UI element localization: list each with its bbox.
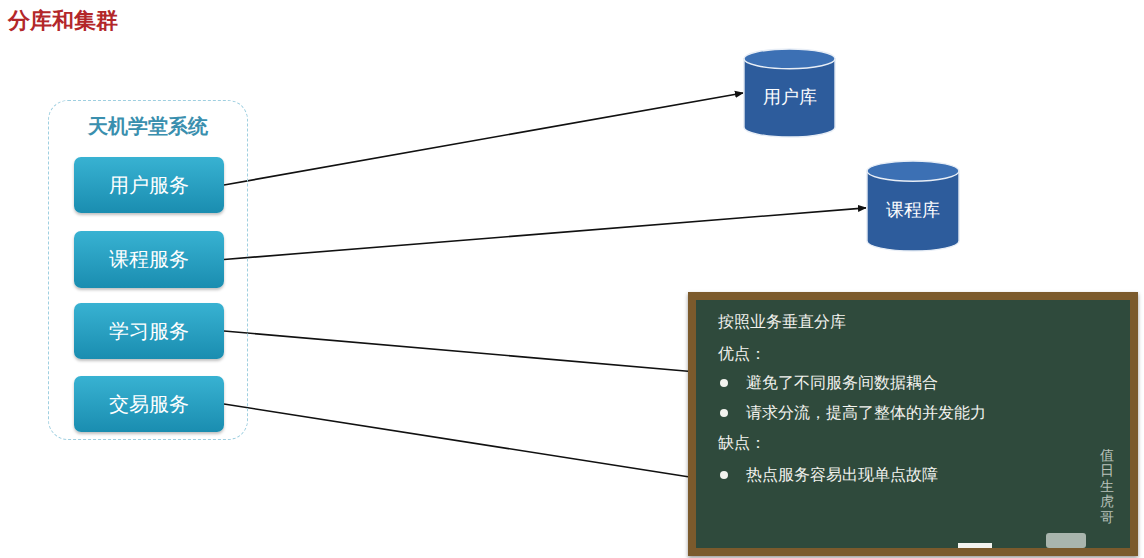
system-group: 天机学堂系统用户服务课程服务学习服务交易服务: [48, 100, 248, 440]
connector-line: [224, 93, 743, 185]
note-item: 热点服务容易出现单点故障: [746, 465, 938, 486]
blackboard-note: 按照业务垂直分库优点： 避免了不同服务间数据耦合请求分流，提高了整体的并发能力缺点…: [688, 292, 1138, 556]
service-box: 课程服务: [74, 231, 224, 288]
connector-line: [224, 208, 866, 260]
bullet-dot: [720, 409, 728, 417]
chalk: [958, 543, 992, 548]
node-label: 用户库: [743, 85, 836, 109]
node-label: 交易服务: [109, 391, 189, 418]
note-item: 请求分流，提高了整体的并发能力: [746, 403, 986, 424]
database-cylinder: 用户库: [743, 48, 836, 138]
note-heading: 缺点：: [718, 433, 766, 454]
connector-line: [224, 331, 688, 371]
watermark: 值日生虎哥: [1100, 448, 1114, 525]
service-box: 学习服务: [74, 303, 224, 359]
service-box: 用户服务: [74, 157, 224, 213]
node-label: 用户服务: [109, 172, 189, 199]
service-box: 交易服务: [74, 376, 224, 432]
note-heading: 优点：: [718, 344, 766, 365]
bullet-dot: [720, 471, 728, 479]
note-heading: 按照业务垂直分库: [718, 312, 846, 333]
page-title: 分库和集群: [8, 6, 118, 36]
node-label: 学习服务: [109, 318, 189, 345]
bullet-dot: [720, 379, 728, 387]
node-label: 课程服务: [109, 246, 189, 273]
eraser: [1046, 533, 1086, 548]
database-cylinder: 课程库: [866, 160, 960, 252]
note-item: 避免了不同服务间数据耦合: [746, 373, 938, 394]
connector-line: [224, 404, 688, 477]
group-heading: 天机学堂系统: [49, 113, 247, 140]
node-label: 课程库: [866, 198, 960, 222]
